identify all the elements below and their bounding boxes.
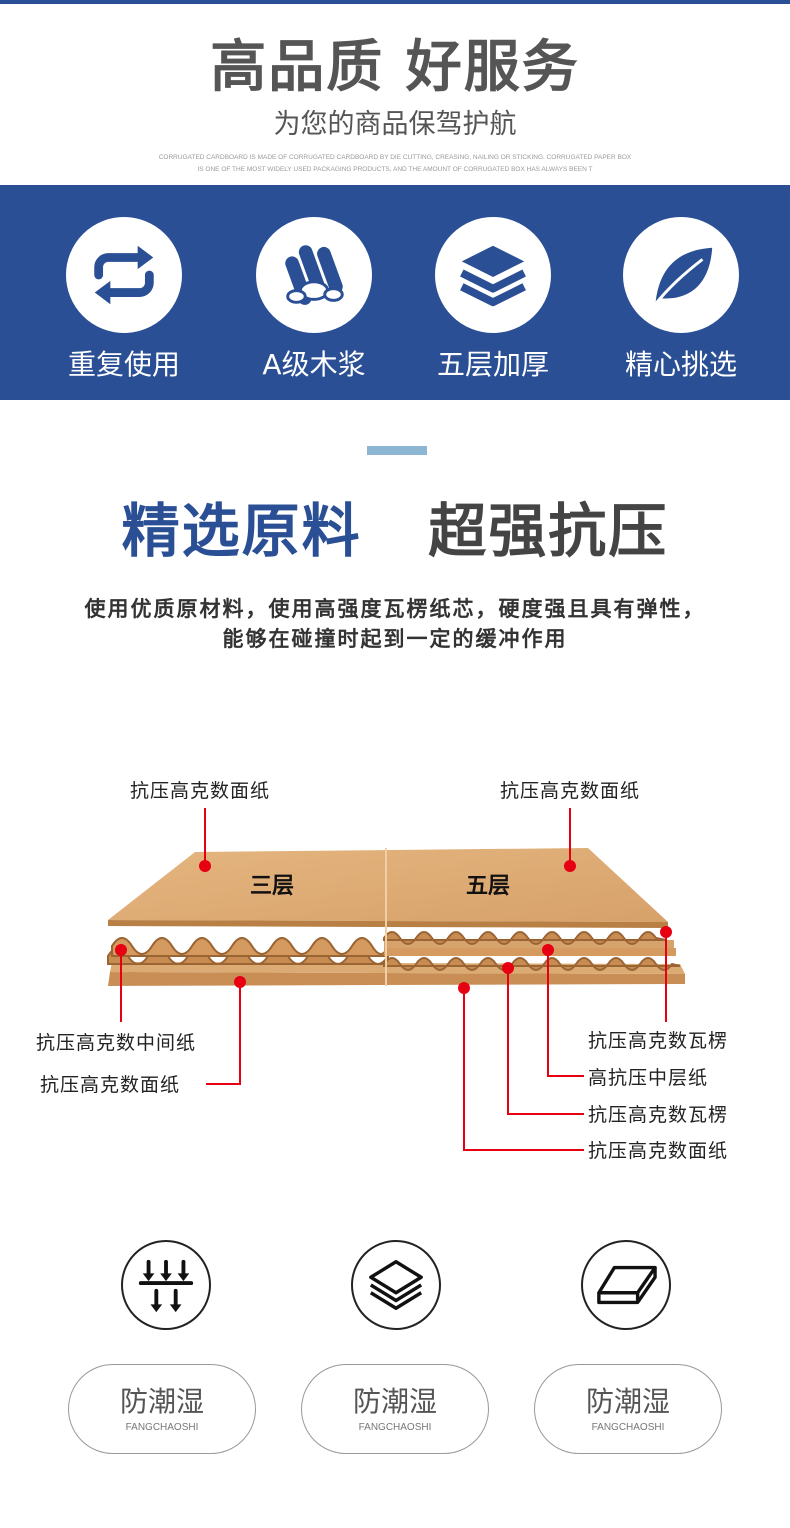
property-pill-3-subtitle: FANGCHAOSHI <box>591 1422 665 1433</box>
hero-title: 高品质 好服务 <box>210 35 580 100</box>
feature-band: 重复使用 A级木浆 五层加厚 <box>0 185 790 400</box>
callout-left-top: 抗压高克数面纸 <box>130 780 271 802</box>
property-pill-2-subtitle: FANGCHAOSHI <box>358 1422 432 1433</box>
board-bottom-sheet <box>108 972 685 986</box>
callout-leader-lines <box>120 808 667 1151</box>
pressure-arrows-icon <box>121 1240 211 1330</box>
callout-left-mid: 抗压高克数中间纸 <box>36 1032 197 1054</box>
tag-five-layer: 五层 <box>466 874 511 899</box>
layered-sheets-icon <box>351 1240 441 1330</box>
section-title-gap <box>384 497 406 565</box>
leaf-icon <box>623 217 739 333</box>
property-pill-2: 防潮湿 FANGCHAOSHI <box>301 1364 489 1454</box>
five-layer-mid-sheet <box>384 940 674 948</box>
callout-right-1: 抗压高克数瓦楞 <box>588 1030 729 1052</box>
hero-subtitle: 为您的商品保驾护航 <box>273 109 517 140</box>
five-layer-flute-lower <box>383 957 681 971</box>
feature-label-selected: 精心挑选 <box>624 348 737 381</box>
hero-english-text: CORRUGATED CARDBOARD IS MADE OF CORRUGAT… <box>150 152 640 176</box>
five-layer-flute-upper <box>383 931 667 945</box>
section-description-line-1: 使用优质原材料，使用高强度瓦楞纸芯，硬度强且具有弹性， <box>84 597 706 621</box>
hero-english-line-1: CORRUGATED CARDBOARD IS MADE OF CORRUGAT… <box>158 154 632 161</box>
section-title-part2: 超强抗压 <box>428 497 669 565</box>
section-description: 使用优质原材料，使用高强度瓦楞纸芯，硬度强且具有弹性， 能够在碰撞时起到一定的缓… <box>20 594 770 654</box>
five-layer-middle-band <box>384 948 676 956</box>
feature-label-five-layer: 五层加厚 <box>436 348 549 381</box>
section-description-line-2: 能够在碰撞时起到一定的缓冲作用 <box>222 627 568 651</box>
section-title: 精选原料 超强抗压 <box>0 484 790 568</box>
property-pill-1-title: 防潮湿 <box>119 1385 204 1418</box>
three-layer-flute-upper <box>111 937 389 957</box>
feature-label-reuse: 重复使用 <box>67 348 180 381</box>
cardboard-layer-diagram: 三层 五层 抗压高克数面纸 抗压高克数面纸 抗压高克数中间纸 抗压高克数面纸 抗… <box>0 760 790 1180</box>
feature-wood-pulp: A级木浆 <box>234 217 394 383</box>
callout-right-top: 抗压高克数面纸 <box>500 780 641 802</box>
stacked-layers-icon <box>435 217 551 333</box>
section-title-part1: 精选原料 <box>121 497 362 565</box>
wood-logs-icon <box>256 217 372 333</box>
board-block-icon <box>581 1240 671 1330</box>
recycle-arrows-icon <box>66 217 182 333</box>
top-border-line <box>0 0 790 4</box>
feature-label-wood-pulp: A级木浆 <box>262 348 366 381</box>
property-pill-2-title: 防潮湿 <box>352 1385 437 1418</box>
feature-reuse: 重复使用 <box>44 217 204 383</box>
board-top-edge <box>108 920 668 928</box>
property-pill-1: 防潮湿 FANGCHAOSHI <box>68 1364 256 1454</box>
callout-dots <box>115 860 672 994</box>
property-pill-1-subtitle: FANGCHAOSHI <box>125 1422 199 1433</box>
callout-right-3: 抗压高克数瓦楞 <box>588 1104 729 1126</box>
cardboard-illustration <box>107 808 685 1151</box>
property-pill-3-title: 防潮湿 <box>585 1385 670 1418</box>
section-accent-bar <box>367 446 427 455</box>
feature-five-layer: 五层加厚 <box>413 217 573 383</box>
feature-selected: 精心挑选 <box>601 217 761 383</box>
callout-right-4: 抗压高克数面纸 <box>588 1140 729 1162</box>
board-top-sheet <box>108 848 668 922</box>
property-pill-3: 防潮湿 FANGCHAOSHI <box>534 1364 722 1454</box>
callout-right-2: 高抗压中层纸 <box>588 1067 709 1089</box>
callout-left-bottom: 抗压高克数面纸 <box>40 1074 181 1096</box>
tag-three-layer: 三层 <box>250 874 295 899</box>
hero-english-line-2: IS ONE OF THE MOST WIDELY USED PACKAGING… <box>197 166 593 173</box>
